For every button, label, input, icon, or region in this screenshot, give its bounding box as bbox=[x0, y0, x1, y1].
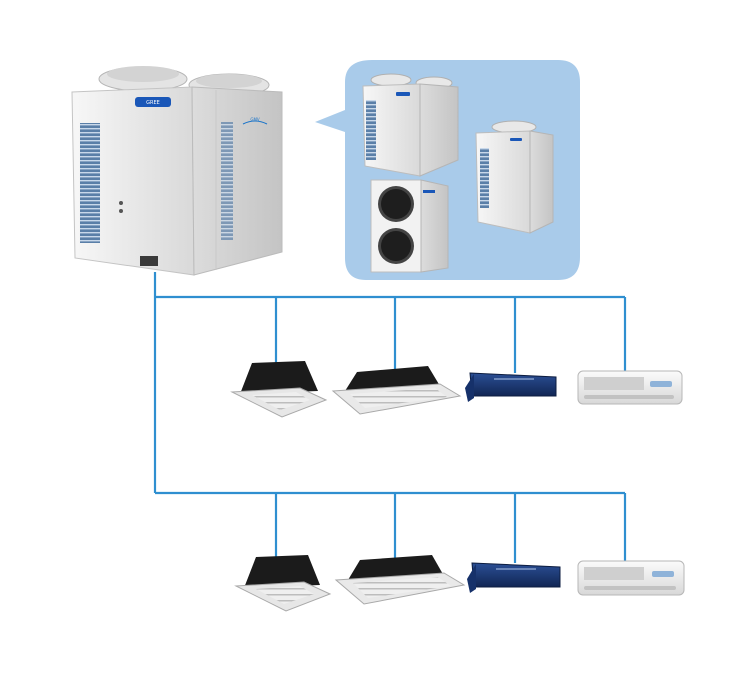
alt-unit-tall bbox=[475, 120, 554, 234]
four-way-cassette-unit bbox=[230, 361, 328, 418]
alt-unit-side-discharge bbox=[370, 179, 449, 273]
outdoor-unit-alternatives-bubble bbox=[315, 60, 580, 280]
indoor-row-1 bbox=[230, 361, 683, 418]
main-outdoor-unit: GREE GMV bbox=[71, 66, 283, 276]
svg-text:GMV: GMV bbox=[250, 117, 260, 122]
refrigerant-piping bbox=[153, 272, 627, 563]
svg-text:GREE: GREE bbox=[146, 100, 160, 106]
wall-mounted-unit bbox=[577, 560, 685, 596]
ducted-unit bbox=[465, 372, 557, 402]
one-way-cassette-unit bbox=[334, 555, 466, 605]
alt-unit-modular bbox=[362, 73, 459, 177]
outdoor-unit-brand-logo: GREE bbox=[135, 97, 171, 107]
four-way-cassette-unit bbox=[234, 555, 332, 612]
one-way-cassette-unit bbox=[331, 366, 462, 415]
wall-mounted-unit bbox=[577, 370, 683, 405]
ducted-unit bbox=[467, 562, 561, 593]
outdoor-unit-series-badge: GMV bbox=[242, 117, 268, 125]
indoor-row-2 bbox=[234, 555, 685, 612]
